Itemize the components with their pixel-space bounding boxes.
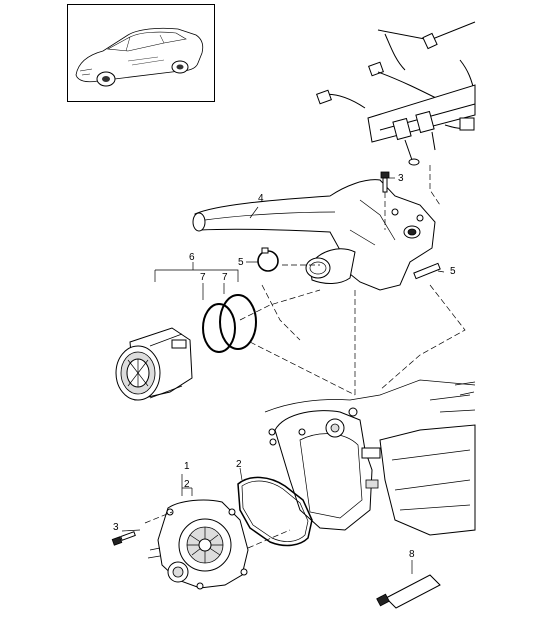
callout-part-3-top: 3 (398, 173, 404, 184)
callout-part-3-bottom: 3 (113, 522, 119, 533)
car-thumbnail-icon (75, 27, 204, 87)
pin-part-5-right (413, 262, 441, 280)
bolt-part-3-bottom (111, 531, 136, 546)
callout-part-2-group: 2 (184, 479, 190, 490)
leader-lines (121, 177, 445, 574)
callout-labels: 1 2 2 3 3 4 5 5 6 7 7 8 (113, 173, 456, 560)
callout-part-8: 8 (409, 549, 415, 560)
thermostat-part-6 (115, 327, 193, 401)
callout-part-1: 1 (184, 461, 190, 472)
callout-part-5-right: 5 (450, 266, 456, 277)
gasket-part-2 (237, 476, 313, 547)
fuel-rail-assembly (316, 21, 476, 166)
engine-block-section (264, 379, 476, 536)
water-pump-part-1 (147, 499, 249, 590)
callout-part-4: 4 (258, 193, 264, 204)
callout-part-2-gasket: 2 (236, 459, 242, 470)
assembly-dashed-lines (144, 165, 466, 549)
o-rings-part-7 (202, 294, 257, 353)
callout-part-7-right: 7 (222, 272, 228, 283)
vehicle-thumbnail-frame (67, 4, 215, 102)
sealant-tube-part-8 (376, 574, 441, 609)
coolant-pipe-part-4 (192, 179, 436, 291)
callout-part-6: 6 (189, 252, 195, 263)
callout-part-5-left: 5 (238, 257, 244, 268)
hose-clamp-part-5-left (257, 247, 279, 272)
callout-part-7-left: 7 (200, 272, 206, 283)
